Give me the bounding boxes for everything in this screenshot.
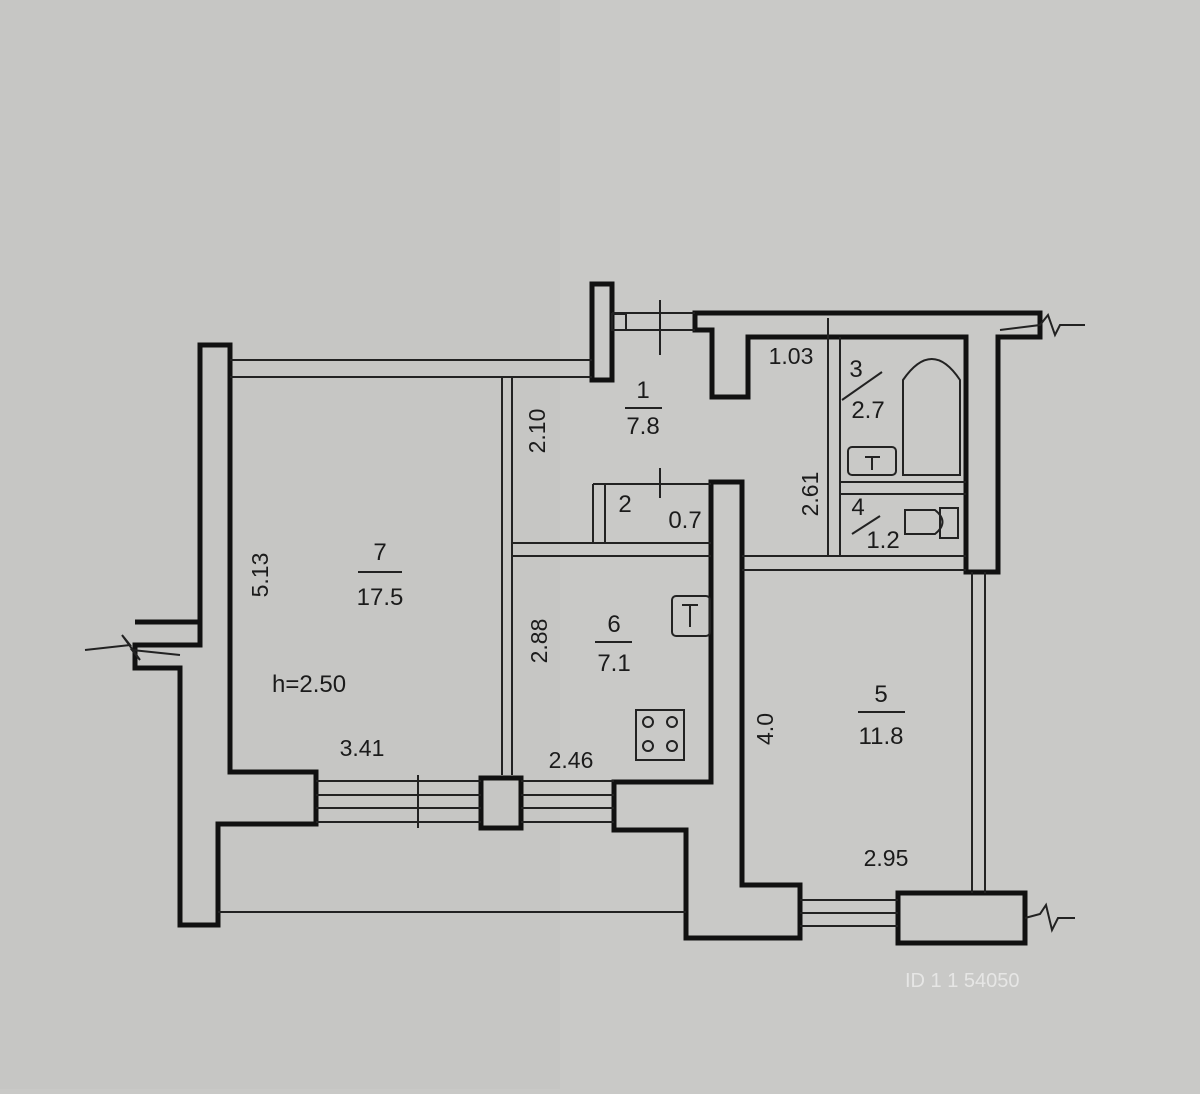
room-2-number: 2 — [618, 491, 631, 518]
stove-icon — [635, 709, 685, 761]
room-1-area: 7.8 — [626, 413, 659, 440]
window-pillar — [478, 775, 524, 831]
dim-1-03: 1.03 — [769, 343, 814, 369]
room-3-number: 3 — [849, 356, 862, 383]
room-6-number: 6 — [607, 611, 620, 638]
ceiling-height: h=2.50 — [272, 671, 346, 698]
dim-3-41: 3.41 — [340, 735, 385, 761]
dim-2-61: 2.61 — [797, 472, 823, 517]
dim-2-95: 2.95 — [864, 845, 909, 871]
room-1-number: 1 — [636, 377, 649, 404]
upper-right-wall — [692, 310, 1043, 575]
central-wall — [611, 479, 803, 941]
dimension-labels: 2.10 1.03 2.61 5.13 2.88 4.0 3.41 2.46 2… — [247, 343, 908, 871]
dim-2-88: 2.88 — [526, 619, 552, 664]
watermark-id: ID 1 1 54050 — [905, 970, 1020, 992]
room-7-area: 17.5 — [357, 584, 404, 611]
sink-icon — [847, 446, 897, 476]
room-4-area: 1.2 — [866, 527, 899, 554]
room-6-area: 7.1 — [597, 650, 630, 677]
top-wall-stub — [589, 281, 615, 383]
bathtub-icon — [902, 358, 961, 476]
room-7-number: 7 — [373, 539, 386, 566]
left-wall-top — [135, 345, 203, 625]
fixtures — [635, 358, 961, 761]
kitchen-sink-icon — [671, 595, 711, 637]
paper-shade — [0, 0, 560, 1089]
dim-2-46: 2.46 — [549, 747, 594, 773]
room-3-area: 2.7 — [851, 397, 884, 424]
room-5-number: 5 — [874, 681, 887, 708]
dim-5-13: 5.13 — [247, 553, 273, 598]
left-wall — [132, 342, 319, 928]
thin-lines — [84, 300, 1085, 933]
dim-4-0: 4.0 — [752, 713, 778, 745]
dim-2-10: 2.10 — [524, 409, 550, 454]
toilet-icon — [904, 509, 944, 535]
room-2-area: 0.7 — [668, 507, 701, 534]
room-labels: 1 7.8 2 0.7 3 2.7 4 1.2 5 11.8 6 7.1 7 1… — [272, 356, 905, 750]
room-4-number: 4 — [851, 494, 864, 521]
room-5-area: 11.8 — [859, 723, 904, 750]
walls — [132, 281, 1043, 946]
